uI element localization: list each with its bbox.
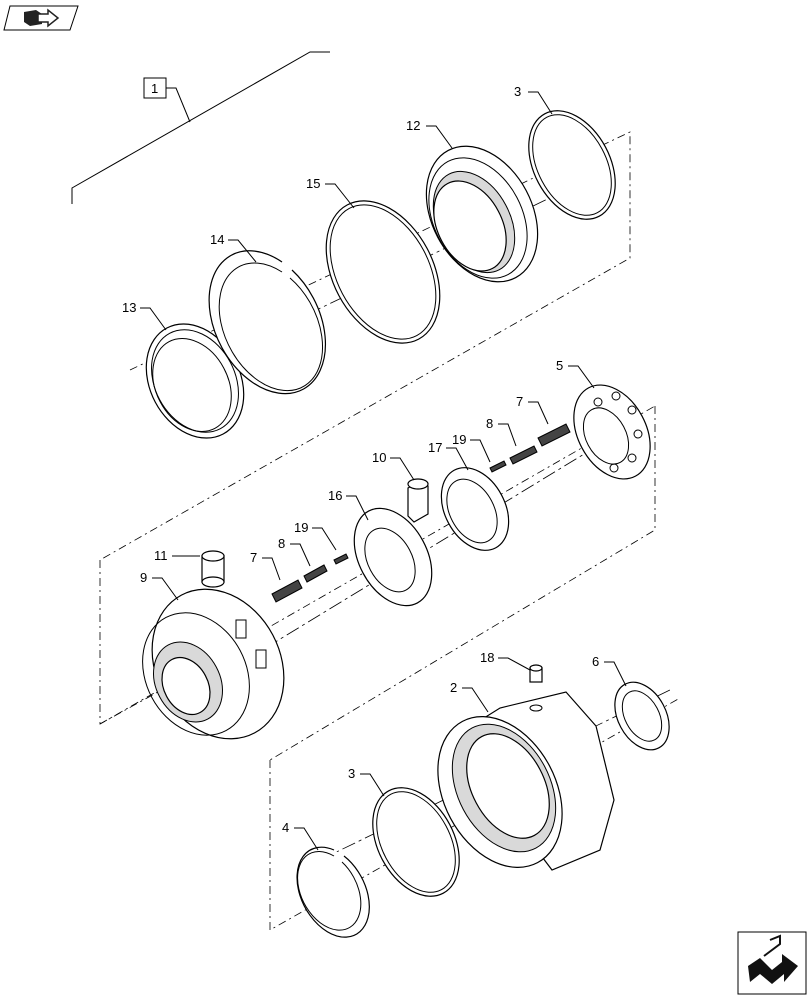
part-4-snap-ring (296, 846, 370, 938)
book-arrow-icon (24, 8, 60, 28)
part-7-spring-lower (271, 579, 303, 603)
part-11-plug (201, 550, 225, 588)
callout-10: 10 (372, 450, 386, 465)
callout-7-upper: 7 (516, 394, 523, 409)
part-6-seal-ring (614, 681, 670, 751)
assembly-bracket: 1 (71, 51, 330, 204)
callout-4: 4 (282, 820, 289, 835)
callout-2: 2 (450, 680, 457, 695)
part-15-o-ring (325, 200, 441, 344)
part-18-fitting (529, 664, 543, 683)
callout-9: 9 (140, 570, 147, 585)
callout-19-upper: 19 (452, 432, 466, 447)
next-page-arrow-icon (748, 934, 798, 984)
callout-labels: 3 12 15 14 13 5 7 8 19 17 10 16 19 8 7 1… (122, 84, 599, 835)
part-19-pin-upper (489, 460, 507, 473)
callout-3-upper: 3 (514, 84, 521, 99)
part-17-washer (440, 467, 510, 551)
part-10-block (407, 478, 429, 523)
part-16-thrust-washer (353, 507, 433, 607)
part-8-pin-lower (303, 564, 328, 583)
callout-8-lower: 8 (278, 536, 285, 551)
callout-13: 13 (122, 300, 136, 315)
callout-6: 6 (592, 654, 599, 669)
callout-8-upper: 8 (486, 416, 493, 431)
part-12-piston (425, 145, 539, 283)
callout-11: 11 (154, 548, 168, 563)
callout-19-lower: 19 (294, 520, 308, 535)
part-5-bearing-cage (573, 384, 651, 480)
bottom-nav-icon[interactable] (737, 931, 807, 995)
part-2-housing (437, 691, 615, 871)
part-19-pin-lower (333, 553, 349, 565)
part-13-ring (145, 323, 245, 439)
callout-14: 14 (210, 232, 224, 247)
part-9-carrier-hub (142, 588, 285, 740)
callout-7-lower: 7 (250, 550, 257, 565)
top-nav-icon[interactable] (3, 5, 79, 31)
callout-5: 5 (556, 358, 563, 373)
callout-17: 17 (428, 440, 442, 455)
callout-18: 18 (480, 650, 494, 665)
callout-leaders (140, 91, 627, 851)
part-3-ring-lower (372, 787, 460, 897)
part-14-snap-ring (208, 250, 327, 395)
part-3-ring-upper (528, 110, 616, 220)
callout-15: 15 (306, 176, 320, 191)
assembly-label: 1 (151, 81, 158, 96)
callout-16: 16 (328, 488, 342, 503)
part-7-spring-upper (537, 423, 571, 447)
callout-3-lower: 3 (348, 766, 355, 781)
part-8-pin-upper (509, 445, 538, 465)
callout-12: 12 (406, 118, 420, 133)
